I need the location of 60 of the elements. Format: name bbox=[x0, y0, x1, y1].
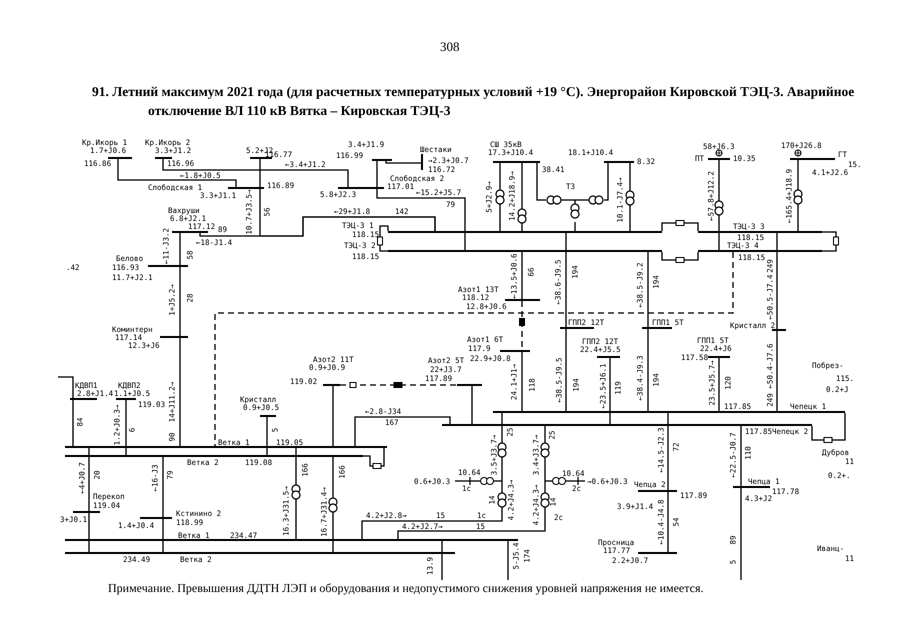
power-line bbox=[471, 386, 473, 424]
power-line bbox=[376, 161, 378, 187]
disconnected-line bbox=[340, 384, 457, 386]
power-line bbox=[811, 413, 846, 441]
title: 91. Летний максимум 2021 года (для расчетных температурных условий +19 °C). Энергорайон Кировской ТЭЦ-3. Аварийное отключение ВЛ 110 кВ Вятка – Кировская ТЭЦ-3 bbox=[92, 83, 856, 120]
power-line bbox=[661, 252, 699, 261]
power-line bbox=[88, 448, 90, 511]
power-line bbox=[667, 492, 669, 552]
power-line bbox=[521, 352, 523, 411]
power-line bbox=[604, 163, 609, 201]
power-line bbox=[499, 163, 501, 231]
power-line bbox=[397, 426, 546, 539]
power-line bbox=[179, 233, 181, 265]
power-line bbox=[332, 386, 334, 446]
power-line bbox=[385, 161, 421, 164]
power-line bbox=[565, 233, 567, 327]
power-line bbox=[647, 329, 649, 411]
power-line bbox=[376, 189, 466, 250]
power-line bbox=[667, 413, 669, 490]
power-line bbox=[776, 233, 778, 329]
power-line bbox=[507, 541, 509, 580]
power-line bbox=[661, 222, 699, 231]
power-line bbox=[332, 457, 334, 552]
page-number: 308 bbox=[440, 40, 460, 53]
power-line bbox=[379, 225, 389, 252]
power-line bbox=[740, 488, 742, 580]
power-line bbox=[794, 150, 802, 231]
power-line bbox=[521, 163, 523, 231]
power-line bbox=[295, 448, 297, 539]
power-line bbox=[536, 163, 546, 201]
power-line bbox=[521, 252, 523, 299]
power-line bbox=[162, 457, 164, 517]
power-line bbox=[361, 413, 503, 539]
power-line bbox=[647, 252, 649, 327]
power-line bbox=[162, 519, 164, 552]
power-line bbox=[179, 338, 181, 446]
disconnected-line bbox=[214, 252, 734, 446]
power-line bbox=[629, 163, 631, 231]
power-line bbox=[740, 426, 742, 486]
power-line bbox=[609, 358, 611, 424]
power-line bbox=[718, 358, 720, 411]
power-line bbox=[441, 541, 443, 580]
power-line bbox=[162, 159, 349, 187]
power-line bbox=[363, 448, 385, 467]
power-line bbox=[88, 513, 90, 552]
power-line bbox=[822, 231, 837, 252]
power-line bbox=[179, 267, 181, 336]
power-line bbox=[117, 159, 237, 187]
power-line bbox=[266, 417, 268, 455]
power-line bbox=[72, 400, 74, 446]
power-line bbox=[354, 416, 451, 446]
power-line bbox=[565, 329, 567, 411]
note: Примечание. Превышения ДДТН ЛЭП и оборудования и недопустимого снижения уровней напряжения не имеется. bbox=[108, 582, 704, 594]
power-line bbox=[776, 331, 778, 411]
power-line bbox=[716, 150, 722, 250]
power-line bbox=[58, 376, 74, 398]
disconnected-line bbox=[521, 301, 523, 350]
power-line bbox=[259, 159, 261, 187]
power-line bbox=[125, 400, 127, 455]
power-line bbox=[199, 216, 436, 237]
